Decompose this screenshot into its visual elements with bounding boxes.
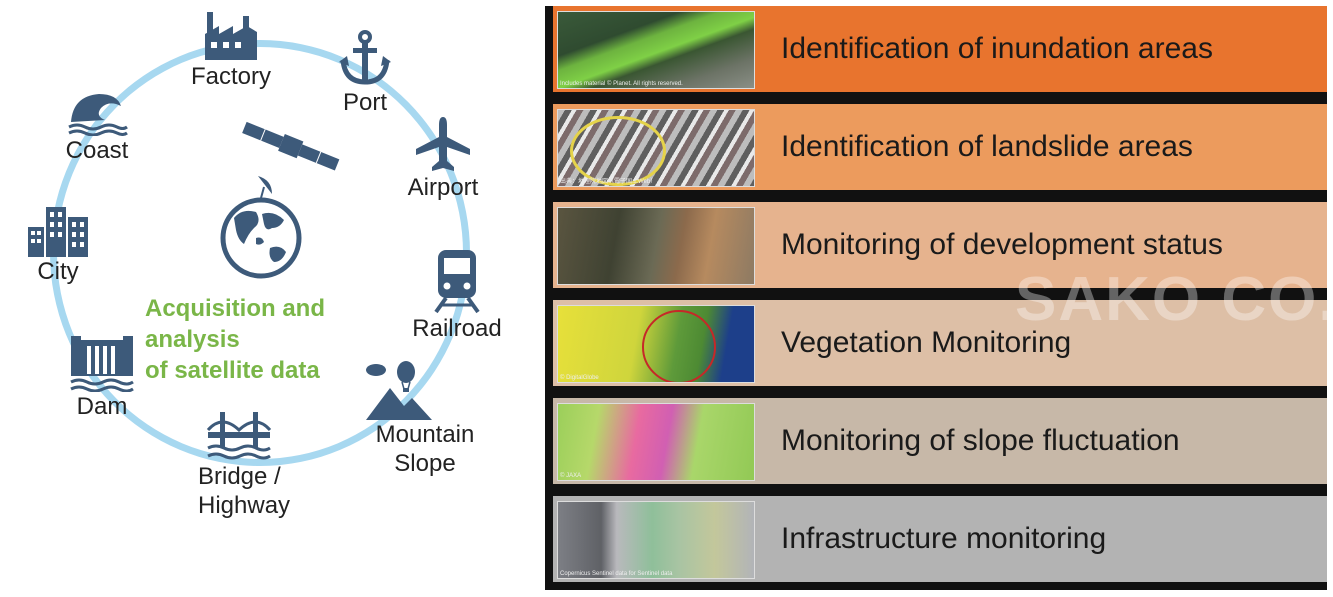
node-railroad: Railroad xyxy=(405,248,509,343)
node-label-city: City xyxy=(37,258,79,285)
mountain-balloon-icon xyxy=(366,361,432,420)
node-label-port: Port xyxy=(342,89,387,116)
application-label: Infrastructure monitoring xyxy=(781,522,1107,555)
bridge-icon xyxy=(206,412,272,460)
node-port: Port xyxy=(325,30,405,117)
application-row-slope: © JAXA Monitoring of slope fluctuation xyxy=(553,398,1327,484)
application-row-infrastructure: Copernicus Sentinel data for Sentinel da… xyxy=(553,496,1327,582)
application-label: Vegetation Monitoring xyxy=(781,326,1072,359)
application-row-inundation: Includes material © Planet. All rights r… xyxy=(553,6,1327,92)
wave-icon xyxy=(68,94,128,136)
application-label: Identification of landslide areas xyxy=(781,130,1193,163)
node-city: City xyxy=(16,205,100,286)
dam-icon xyxy=(70,336,134,392)
node-label-factory: Factory xyxy=(190,63,271,90)
satellite-uses-diagram: Factory Port Coast Airport xyxy=(0,0,540,597)
node-label-coast: Coast xyxy=(65,137,129,164)
node-label-railroad: Railroad xyxy=(412,315,502,342)
watermark: SAKO CO., LTD. xyxy=(1015,265,1333,334)
factory-icon xyxy=(205,12,257,60)
application-label: Monitoring of development status xyxy=(781,228,1223,261)
applications-panel: Includes material © Planet. All rights r… xyxy=(545,6,1333,590)
center-label: Acquisition and analysis of satellite da… xyxy=(145,295,325,384)
thumbnail-vegetation: © DigitalGlobe xyxy=(557,305,755,383)
airplane-icon xyxy=(416,117,470,171)
application-label: Identification of inundation areas xyxy=(781,32,1213,65)
train-icon xyxy=(434,250,480,314)
node-dam: Dam xyxy=(64,332,140,421)
application-label: Monitoring of slope fluctuation xyxy=(781,424,1180,457)
node-coast: Coast xyxy=(56,90,138,165)
application-row-development: Monitoring of development status xyxy=(553,202,1327,288)
thumbnail-infrastructure: Copernicus Sentinel data for Sentinel da… xyxy=(557,501,755,579)
thumbnail-inundation: Includes material © Planet. All rights r… xyxy=(557,11,755,89)
node-label-bridge: Bridge /Highway xyxy=(198,463,291,519)
anchor-icon xyxy=(339,30,391,85)
node-airport: Airport xyxy=(398,115,488,202)
application-row-landslide: 出典：地理院地図（電子国土Web） Identification of land… xyxy=(553,104,1327,190)
satellite-icon xyxy=(242,121,340,171)
buildings-icon xyxy=(28,207,88,257)
thumbnail-development xyxy=(557,207,755,285)
node-factory: Factory xyxy=(186,10,276,91)
node-label-airport: Airport xyxy=(407,174,479,201)
node-label-dam: Dam xyxy=(76,393,128,420)
globe-icon xyxy=(220,176,302,279)
node-bridge-highway: Bridge /Highway xyxy=(198,408,312,520)
thumbnail-landslide: 出典：地理院地図（電子国土Web） xyxy=(557,109,755,187)
application-row-vegetation: © DigitalGlobe Vegetation Monitoring xyxy=(553,300,1327,386)
thumbnail-slope: © JAXA xyxy=(557,403,755,481)
